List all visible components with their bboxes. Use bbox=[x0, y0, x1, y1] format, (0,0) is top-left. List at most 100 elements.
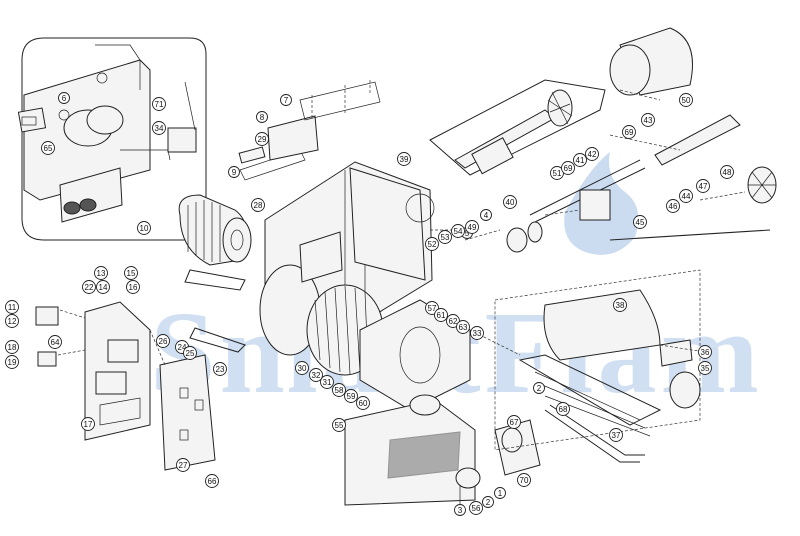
callout-circle bbox=[137, 221, 151, 235]
fuel-lines bbox=[544, 404, 645, 463]
callout-17: 17 bbox=[81, 417, 95, 431]
callout-number: 33 bbox=[473, 329, 482, 338]
callout-circle bbox=[482, 496, 494, 508]
callout-number: 3 bbox=[458, 506, 463, 515]
callout-circle bbox=[533, 382, 545, 394]
callout-number: 17 bbox=[84, 420, 93, 429]
callout-number: 46 bbox=[669, 202, 678, 211]
callout-number: 11 bbox=[8, 303, 17, 312]
callout-circle bbox=[438, 230, 452, 244]
callout-31: 31 bbox=[320, 375, 334, 389]
callout-number: 63 bbox=[459, 323, 468, 332]
callout-number: 6 bbox=[62, 94, 67, 103]
callout-63: 63 bbox=[456, 320, 470, 334]
callout-number: 70 bbox=[520, 476, 529, 485]
callout-2: 2 bbox=[533, 382, 545, 394]
callout-circle bbox=[480, 209, 492, 221]
callout-circle bbox=[507, 415, 521, 429]
callout-70: 70 bbox=[517, 473, 531, 487]
callout-29: 29 bbox=[255, 132, 269, 146]
callout-number: 51 bbox=[553, 169, 562, 178]
callout-circle bbox=[5, 340, 19, 354]
callout-circle bbox=[397, 152, 411, 166]
callout-34: 34 bbox=[152, 121, 166, 135]
callout-number: 69 bbox=[564, 164, 573, 173]
callout-25: 25 bbox=[183, 346, 197, 360]
callout-circle bbox=[228, 166, 240, 178]
callout-circle bbox=[561, 161, 575, 175]
callout-number: 43 bbox=[644, 116, 653, 125]
callout-68: 68 bbox=[556, 402, 570, 416]
callout-circle bbox=[456, 320, 470, 334]
callout-42: 42 bbox=[585, 147, 599, 161]
small-components bbox=[35, 269, 246, 367]
callout-53: 53 bbox=[438, 230, 452, 244]
callout-54: 54 bbox=[451, 224, 465, 238]
callout-38: 38 bbox=[613, 298, 627, 312]
callout-circle bbox=[613, 298, 627, 312]
callout-number: 41 bbox=[576, 156, 585, 165]
callout-43: 43 bbox=[641, 113, 655, 127]
callout-number: 27 bbox=[179, 461, 188, 470]
callout-35: 35 bbox=[698, 361, 712, 375]
callout-56: 56 bbox=[469, 501, 483, 515]
callout-circle bbox=[332, 418, 346, 432]
callout-48: 48 bbox=[720, 165, 734, 179]
pump-assembly bbox=[455, 419, 541, 505]
callout-61: 61 bbox=[434, 308, 448, 322]
callout-15: 15 bbox=[124, 266, 138, 280]
callout-circle bbox=[470, 326, 484, 340]
callout-circle bbox=[573, 153, 587, 167]
callout-number: 23 bbox=[216, 365, 225, 374]
callout-number: 49 bbox=[468, 223, 477, 232]
callout-circle bbox=[641, 113, 655, 127]
callout-circle bbox=[696, 179, 710, 193]
panel-cover bbox=[159, 354, 216, 471]
callout-67: 67 bbox=[507, 415, 521, 429]
callout-45: 45 bbox=[633, 215, 647, 229]
callout-1: 1 bbox=[494, 487, 506, 499]
callout-number: 28 bbox=[254, 201, 263, 210]
burner-housing bbox=[238, 80, 435, 356]
callout-number: 13 bbox=[97, 269, 106, 278]
callout-number: 67 bbox=[510, 418, 519, 427]
callout-12: 12 bbox=[5, 314, 19, 328]
callout-number: 52 bbox=[428, 240, 437, 249]
callout-circle bbox=[295, 361, 309, 375]
callout-circle bbox=[320, 375, 334, 389]
blast-tube bbox=[609, 27, 693, 96]
callout-number: 65 bbox=[44, 144, 53, 153]
callout-circle bbox=[124, 266, 138, 280]
callout-number: 37 bbox=[612, 431, 621, 440]
callout-number: 69 bbox=[625, 128, 634, 137]
callout-11: 11 bbox=[5, 300, 19, 314]
callout-71: 71 bbox=[152, 97, 166, 111]
callout-number: 42 bbox=[588, 150, 597, 159]
callout-18: 18 bbox=[5, 340, 19, 354]
callout-circle bbox=[256, 111, 268, 123]
callout-65: 65 bbox=[41, 141, 55, 155]
callout-number: 66 bbox=[208, 477, 217, 486]
callout-circle bbox=[255, 132, 269, 146]
callout-7: 7 bbox=[280, 94, 292, 106]
callout-number: 54 bbox=[454, 227, 463, 236]
callout-number: 44 bbox=[682, 192, 691, 201]
callout-circle bbox=[5, 314, 19, 328]
callout-19: 19 bbox=[5, 355, 19, 369]
callout-number: 10 bbox=[140, 224, 149, 233]
callout-number: 9 bbox=[232, 168, 237, 177]
callout-number: 61 bbox=[437, 311, 446, 320]
combustion-head-assembly bbox=[429, 79, 606, 176]
callout-number: 29 bbox=[258, 135, 267, 144]
callout-32: 32 bbox=[309, 368, 323, 382]
callout-circle bbox=[81, 417, 95, 431]
nozzle-holder-assembly bbox=[506, 114, 777, 253]
callout-13: 13 bbox=[94, 266, 108, 280]
callout-number: 30 bbox=[298, 364, 307, 373]
callout-4: 4 bbox=[480, 209, 492, 221]
callout-44: 44 bbox=[679, 189, 693, 203]
callout-number: 26 bbox=[159, 337, 168, 346]
callout-69: 69 bbox=[622, 125, 636, 139]
